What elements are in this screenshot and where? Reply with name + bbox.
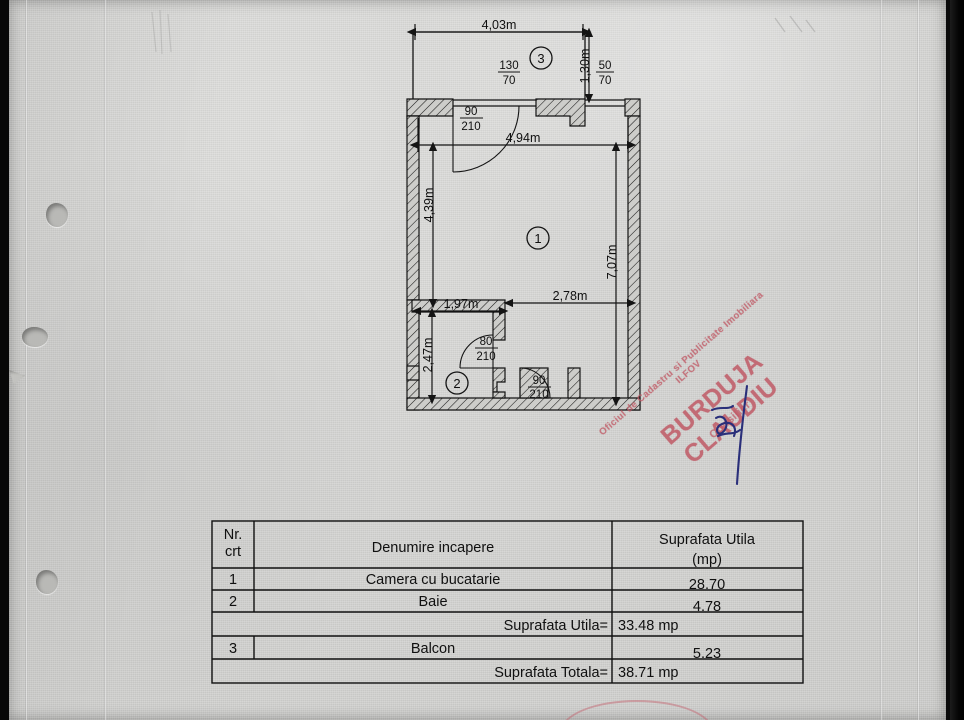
wall-lower-right-pier (567, 367, 581, 399)
scan-gutter-right (950, 0, 964, 720)
pencil-marks-left (151, 9, 172, 55)
bathroom-door-swing (459, 334, 494, 369)
svg-text:70: 70 (599, 75, 612, 87)
td-total-label: Suprafata Totala= (494, 665, 608, 681)
dim-room-width (409, 118, 637, 152)
punch-hole-3 (36, 570, 58, 594)
opening-label-small-window: 50 70 (596, 60, 614, 87)
small-window-opening (585, 99, 625, 107)
svg-text:130: 130 (499, 60, 518, 72)
paper-grain (8, 0, 946, 720)
opening-label-entrance-door: 90 210 (528, 375, 551, 401)
dim-label-bath-depth: 2,47m (421, 338, 435, 373)
td-area-3: 5.23 (693, 646, 721, 662)
dim-label-room-lower-width: 2,78m (553, 289, 588, 303)
svg-text:210: 210 (529, 389, 548, 401)
fold-line-4 (917, 0, 920, 720)
wall-bottom (406, 397, 641, 411)
entrance-door-swing (519, 367, 551, 399)
svg-text:50: 50 (599, 60, 612, 72)
th-area-line2: (mp) (692, 552, 722, 568)
td-area-2: 4.78 (693, 599, 721, 615)
dim-label-room-left-depth: 4,39m (422, 188, 436, 223)
fold-line-1 (25, 0, 28, 720)
paper-shading (8, 0, 946, 720)
balcony-door-swing (452, 105, 520, 173)
punch-hole-2 (22, 327, 48, 347)
opening-label-bathroom-door: 80 210 (475, 336, 498, 363)
opening-label-balcony-door: 90 210 (460, 106, 483, 133)
th-area-line1: Suprafata Utila (659, 532, 756, 548)
room-marker-2: 2 (445, 371, 469, 395)
dim-label-bath-width: 1,97m (444, 297, 479, 311)
td-nr-2: 2 (229, 594, 237, 610)
svg-text:90: 90 (465, 106, 478, 118)
td-total-value: 38.71 mp (618, 665, 678, 681)
svg-text:210: 210 (461, 121, 480, 133)
svg-text:210: 210 (476, 351, 495, 363)
td-subtotal-value: 33.48 mp (618, 618, 678, 634)
svg-text:70: 70 (503, 75, 516, 87)
svg-text:2: 2 (453, 376, 460, 391)
dim-label-balcony-width: 4,03m (482, 18, 517, 32)
td-area-1: 28.70 (689, 577, 725, 593)
opening-label-balcony-window: 130 70 (498, 60, 520, 87)
svg-text:80: 80 (480, 336, 493, 348)
th-nr-crt-line2: crt (225, 544, 241, 560)
td-nr-1: 1 (229, 572, 237, 588)
dim-label-room-width: 4,94m (506, 131, 541, 145)
handwritten-signature (710, 384, 749, 486)
pencil-marks (774, 15, 816, 33)
wall-top-right (624, 98, 641, 117)
wall-right (627, 115, 641, 411)
td-nr-3: 3 (229, 641, 237, 657)
td-name-1: Camera cu bucatarie (366, 572, 501, 588)
area-table (211, 520, 804, 684)
scan-gutter-left (0, 0, 9, 720)
td-name-3: Balcon (411, 641, 455, 657)
room-marker-1: 1 (526, 226, 550, 250)
paper-sheet (8, 0, 946, 720)
dim-label-balcony-depth: 1,30m (578, 49, 592, 84)
svg-text:3: 3 (537, 51, 544, 66)
room-marker-3: 3 (529, 46, 553, 70)
td-name-2: Baie (418, 594, 447, 610)
punch-hole-1 (46, 203, 68, 227)
room-markers: 3 1 2 (445, 46, 553, 395)
th-name: Denumire incapere (372, 540, 495, 556)
fold-line-2 (104, 0, 107, 720)
svg-text:1: 1 (534, 231, 541, 246)
td-subtotal-label: Suprafata Utila= (504, 618, 608, 634)
dim-label-room-right-depth: 7,07m (605, 245, 619, 280)
svg-text:90: 90 (533, 375, 546, 387)
dim-balcony-width (406, 24, 592, 40)
th-nr-crt-line1: Nr. (224, 527, 243, 543)
balcony-door-opening (453, 99, 536, 107)
wall-top-pier (535, 98, 586, 127)
fold-line-3 (880, 0, 883, 720)
